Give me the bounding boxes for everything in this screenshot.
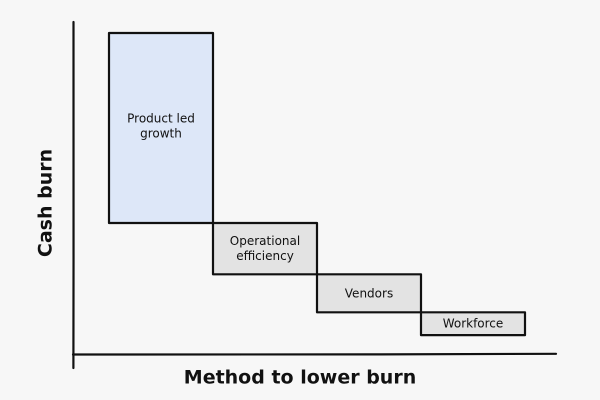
bar-workforce [419,311,527,337]
axes [71,20,558,370]
bar-product-led-growth [107,31,215,225]
bar-operational-efficiency [211,221,319,276]
x-axis-title: Method to lower burn [184,367,416,389]
bar-label: Workforce [443,316,504,330]
bar-label: Vendors [345,286,393,300]
bar-vendors [315,273,423,314]
y-axis-title: Cash burn [35,149,57,257]
x-axis-line [71,352,558,356]
